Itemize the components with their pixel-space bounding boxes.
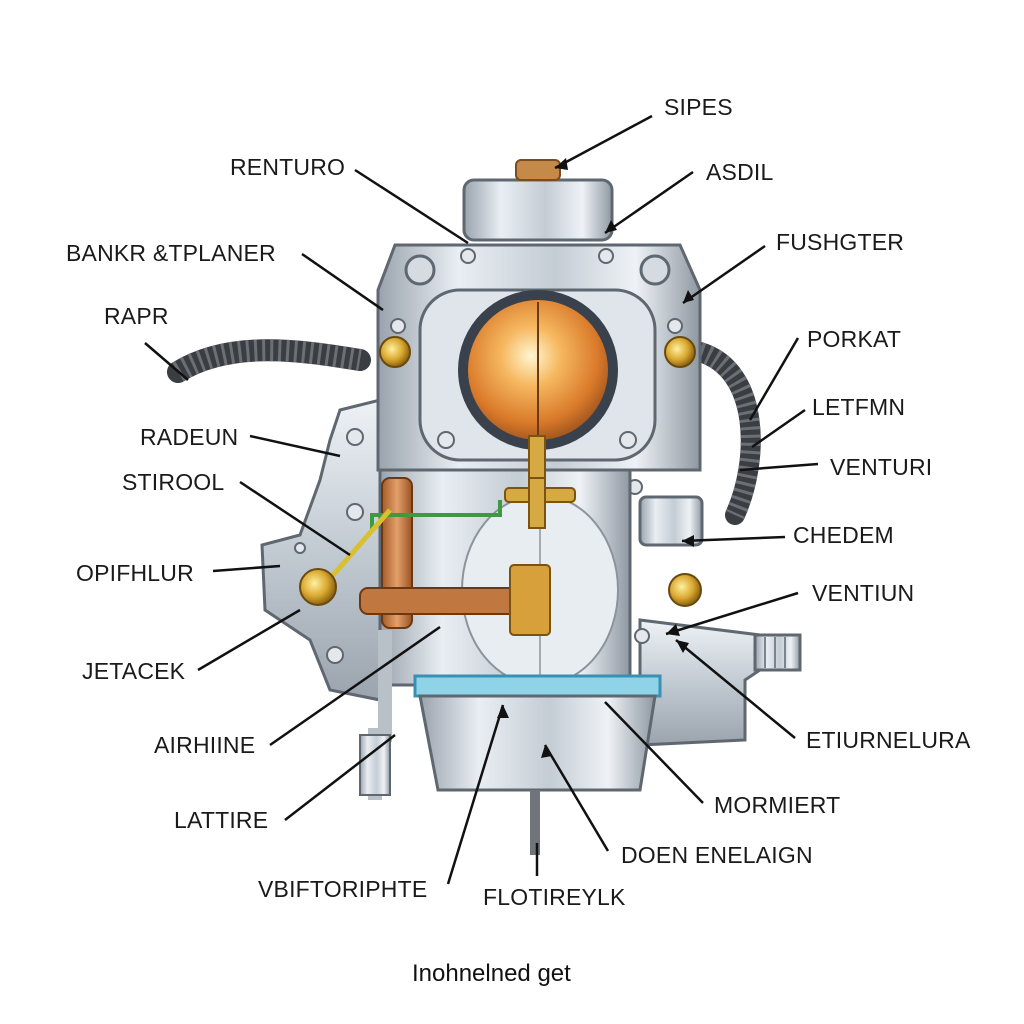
mount-hole-left [404,254,436,286]
brass-fitting-left [379,336,411,368]
label-opifhlur: OPIFHLUR [76,560,194,586]
label-ventiun: VENTIUN [812,580,915,606]
label-jetacek: JETACEK [82,658,186,684]
label-lattire: LATTIRE [174,807,269,833]
right-hose [690,342,761,525]
right-clamp [638,495,704,547]
right-brass-screw [668,573,702,607]
left-hose [167,339,371,383]
top-cap [462,178,614,242]
brass-valve-left [299,568,337,606]
mount-hole-right [639,254,671,286]
label-etiurnelura: ETIURNELURA [806,727,971,753]
brass-fitting-right [664,336,696,368]
label-flotireylk: FLOTIREYLK [483,884,626,910]
label-doen-enelaign: DOEN ENELAIGN [621,842,813,868]
left-bracket [260,398,382,702]
label-stirool: STIROOL [122,469,225,495]
diagram-caption: Inohnelned get [412,960,571,987]
central-fitting [504,435,576,529]
leader-lines [144,114,819,885]
label-bankr: BANKR &TPLANER [66,240,276,266]
label-airhiine: AIRHIINE [154,732,256,758]
bottom-stem [530,790,540,855]
label-sipes: SIPES [664,94,733,120]
label-mormiert: MORMIERT [714,792,841,818]
label-rapr: RAPR [104,303,169,329]
float-bowl [418,694,657,792]
label-vbiftoriphte: VBIFTORIPHTE [258,876,428,902]
label-radeun: RADEUN [140,424,239,450]
label-letfmn: LETFMN [812,394,906,420]
green-line [370,500,502,530]
label-renturo: RENTURO [230,154,346,180]
label-fushgter: FUSHGTER [776,229,905,255]
label-asdil: ASDIL [706,159,774,185]
label-venturi: VENTURI [830,454,933,480]
outlet-nozzle [753,633,802,672]
top-knob [515,159,561,181]
label-porkat: PORKAT [807,326,902,352]
label-chedem: CHEDEM [793,522,894,548]
float-bowl-band [413,674,662,698]
